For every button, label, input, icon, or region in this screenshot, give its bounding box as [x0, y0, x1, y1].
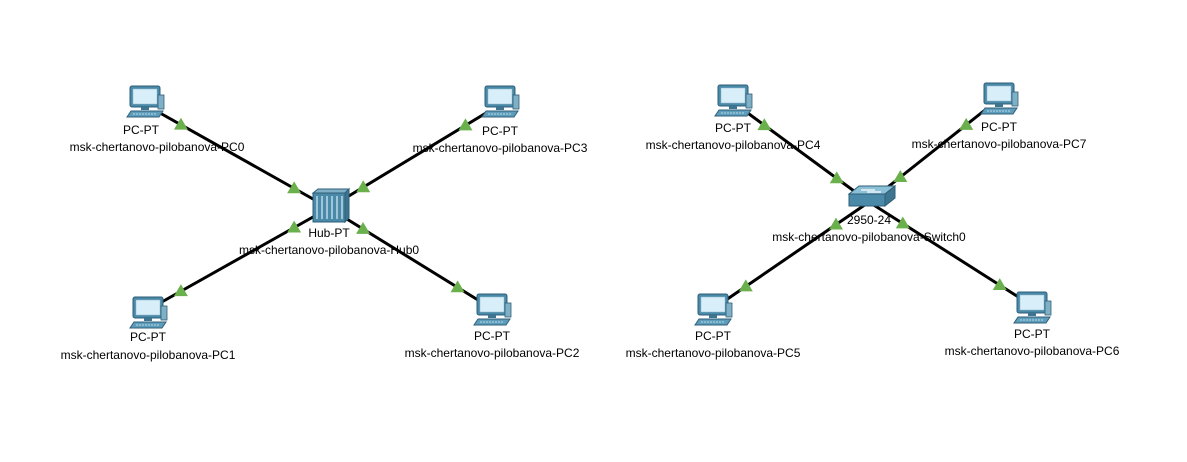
pc0-model-label: PC-PT [123, 123, 159, 137]
link-light-pc3-end [458, 118, 473, 131]
link-light-pc7-end [959, 117, 974, 130]
link-light-hub0-end [356, 180, 371, 193]
hub0-model-label: Hub-PT [308, 226, 350, 240]
pc6-model-label: PC-PT [1014, 327, 1050, 341]
pc-icon[interactable] [481, 85, 520, 118]
link-light-pc2-end [450, 280, 465, 293]
pc5-model-label: PC-PT [695, 329, 731, 343]
pc-icon[interactable] [980, 82, 1019, 115]
link-pc1-hub0[interactable] [159, 206, 330, 305]
pc1-name-label: msk-chertanovo-pilobanova-PC1 [60, 348, 236, 362]
link-pc6-switch0[interactable] [868, 200, 1021, 300]
pc1-model-label: PC-PT [130, 330, 166, 344]
pc3-model-label: PC-PT [482, 124, 518, 138]
pc2-model-label: PC-PT [474, 329, 510, 343]
pc-icon[interactable] [126, 85, 165, 118]
pc6-name-label: msk-chertanovo-pilobanova-PC6 [944, 344, 1120, 358]
pc7-model-label: PC-PT [981, 120, 1017, 134]
pc2-name-label: msk-chertanovo-pilobanova-PC2 [404, 346, 580, 360]
link-light-hub0-end [287, 220, 302, 233]
link-pc0-hub0[interactable] [159, 111, 330, 210]
pc-icon[interactable] [694, 293, 733, 326]
hub-icon[interactable] [311, 187, 351, 224]
pc3-name-label: msk-chertanovo-pilobanova-PC3 [412, 141, 588, 155]
pc-icon[interactable] [129, 296, 168, 329]
devices-layer [126, 82, 1052, 329]
link-pc2-hub0[interactable] [328, 206, 479, 302]
link-light-pc6-end [992, 278, 1007, 291]
switch0-model-label: 2950-24 [846, 213, 892, 227]
pc-icon[interactable] [714, 84, 753, 117]
pc7-name-label: msk-chertanovo-pilobanova-PC7 [911, 137, 1087, 151]
hub0-name-label: msk-chertanovo-pilobanova-Hub0 [238, 243, 420, 257]
link-light-pc0-end [173, 117, 188, 130]
pc-icon[interactable] [1013, 291, 1052, 324]
pc4-name-label: msk-chertanovo-pilobanova-PC4 [645, 138, 821, 152]
link-light-hub0-end [287, 181, 302, 194]
pc4-model-label: PC-PT [715, 121, 751, 135]
link-light-switch0-end [893, 170, 908, 183]
link-lights-layer [173, 117, 1007, 297]
link-light-pc5-end [738, 279, 753, 292]
switch0-name-label: msk-chertanovo-pilobanova-Switch0 [772, 230, 966, 244]
link-light-pc4-end [757, 118, 772, 131]
link-light-pc1-end [173, 284, 188, 297]
link-pc5-switch0[interactable] [725, 200, 870, 302]
link-light-switch0-end [829, 171, 844, 184]
link-light-hub0-end [356, 222, 371, 234]
links-layer [159, 108, 1021, 305]
pc-icon[interactable] [473, 293, 512, 326]
switch-icon[interactable] [847, 184, 897, 208]
pc5-name-label: msk-chertanovo-pilobanova-PC5 [625, 346, 801, 360]
link-light-switch0-end [829, 217, 844, 230]
link-light-switch0-end [895, 216, 910, 229]
pc0-name-label: msk-chertanovo-pilobanova-PC0 [69, 140, 245, 154]
